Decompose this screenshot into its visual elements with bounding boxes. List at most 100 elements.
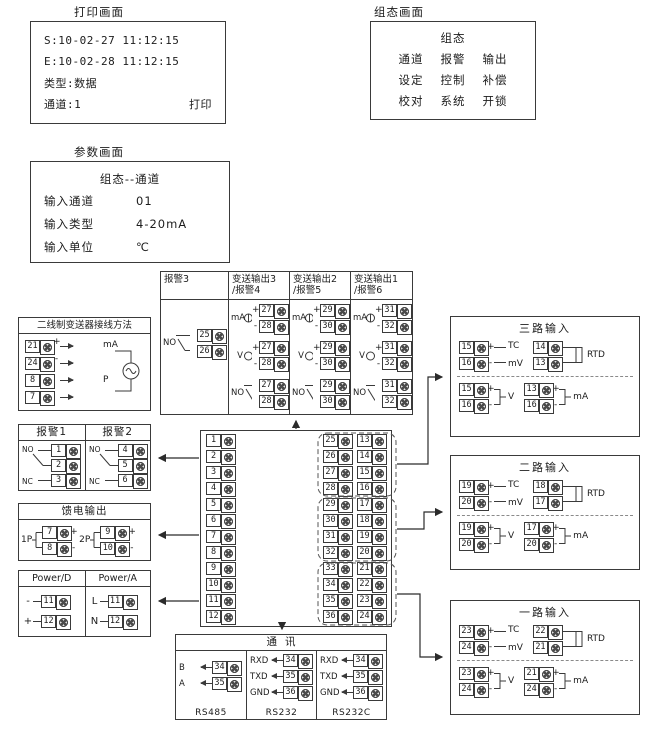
row: 25 — [190, 328, 227, 344]
power-line-label: L — [91, 595, 98, 607]
row: 23+ — [459, 666, 495, 682]
polarity-sign: - — [376, 358, 381, 369]
section-divider — [457, 515, 633, 516]
transmitter-wiring-box: 二线制变送器接线方法 21+ 24- 8 7 mA P — [18, 317, 151, 411]
row: -30 — [313, 357, 350, 372]
terminal: 14 — [357, 450, 387, 465]
terminal: 35 — [323, 594, 353, 609]
row: 10- — [100, 541, 135, 557]
terminal: 36 — [353, 686, 383, 701]
terminal: 30 — [320, 357, 350, 372]
terminal: 13 — [524, 382, 555, 398]
row: 8- — [42, 541, 77, 557]
power-d-body: -11 +12 — [19, 587, 85, 636]
terminal: 3 — [206, 466, 236, 481]
output-col-body: mA +27 -28 V +27 -28 NO — [229, 300, 289, 414]
terminal: 30 — [323, 514, 353, 529]
row: 16- — [459, 356, 494, 372]
relay-contact-symbol — [366, 385, 375, 401]
polarity-sign: - — [488, 539, 493, 549]
power-line-label: - — [26, 595, 30, 607]
header-line: /报警5 — [293, 285, 322, 296]
row: 24- — [524, 682, 559, 698]
param-value: 01 — [136, 193, 153, 208]
param-label: 输入类型 — [44, 216, 94, 231]
config-item: 报警 — [440, 51, 466, 66]
terminal: 15 — [459, 340, 489, 356]
row: -11 — [23, 594, 85, 610]
ma-wires — [559, 528, 572, 544]
terminal: 28 — [259, 394, 289, 410]
param-row: 输入单位 ℃ — [31, 235, 229, 258]
config-item: 控制 — [440, 72, 466, 87]
polarity-sign: - — [488, 497, 493, 507]
wire-arrow — [341, 657, 353, 663]
wire-arrow — [60, 360, 74, 366]
row: 24- — [25, 354, 150, 372]
output-col-transmit1: 变送输出1 /报警6 mA +31 -32 V +31 — [351, 272, 412, 414]
param-value: ℃ — [136, 239, 150, 254]
terminal: 21 — [357, 562, 387, 577]
alarm1-body: NO NC 1 2 3 — [19, 441, 85, 490]
terminal: 1 — [206, 434, 236, 449]
comm-standard-label: RS485 — [195, 708, 227, 718]
alarm2-header: 报警2 — [85, 425, 150, 441]
row: 22 — [532, 624, 563, 640]
terminal: 28 — [323, 482, 353, 497]
polarity-sign: - — [253, 358, 258, 369]
terminal: 34 — [353, 654, 383, 669]
v-label: V — [508, 392, 515, 402]
polarity-sign: + — [487, 523, 495, 533]
source-label: mA — [353, 313, 368, 323]
terminal-pair: 14 13 — [532, 340, 563, 372]
current-source-symbol — [305, 313, 313, 323]
param-heading: 组态--通道 — [99, 171, 161, 186]
signal-label: TXD — [320, 671, 338, 682]
row: -32 — [375, 357, 412, 372]
output-col-body: mA +29 -30 V +29 -30 NO — [290, 300, 350, 414]
rtd-label: RTD — [586, 634, 605, 644]
param-row: 输入类型 4-20mA — [31, 212, 229, 235]
polarity-sign: - — [314, 321, 319, 331]
row: 19+ — [459, 479, 495, 495]
row: 9+ — [100, 525, 136, 541]
print-screen-label: 打印画面 — [74, 5, 124, 19]
polarity-sign: - — [488, 684, 493, 694]
v-input: 19+ 20- V — [459, 521, 514, 553]
row: -32 — [375, 319, 412, 335]
terminal: 11 — [206, 594, 236, 609]
polarity-sign: - — [488, 358, 493, 368]
signal-label: A — [179, 678, 185, 689]
signal-label: RXD — [320, 655, 339, 666]
feed-group-2p: 2P 9+ 10- — [79, 525, 136, 557]
terminal-pair: 23+ 24- — [459, 624, 495, 656]
terminal: 32 — [382, 394, 412, 410]
v-wires — [494, 673, 506, 689]
terminal-pair: +27 -28 — [252, 303, 289, 335]
wire-arrow — [60, 377, 74, 383]
terminal: 8 — [206, 546, 236, 561]
polarity-sign: + — [252, 305, 260, 315]
terminal: 17 — [357, 498, 387, 513]
terminal-pair: 7+ 8- — [42, 525, 78, 557]
tc-label: TC — [508, 480, 520, 490]
terminal: 12 — [107, 615, 138, 631]
polarity-sign: - — [554, 400, 558, 410]
polarity-sign: + — [128, 527, 136, 537]
config-item: 设定 — [398, 72, 424, 87]
mv-label: mV — [508, 643, 523, 653]
output-col-header: 报警3 — [161, 272, 228, 300]
config-item: 通道 — [398, 51, 424, 66]
power-line-label: + — [23, 616, 33, 628]
